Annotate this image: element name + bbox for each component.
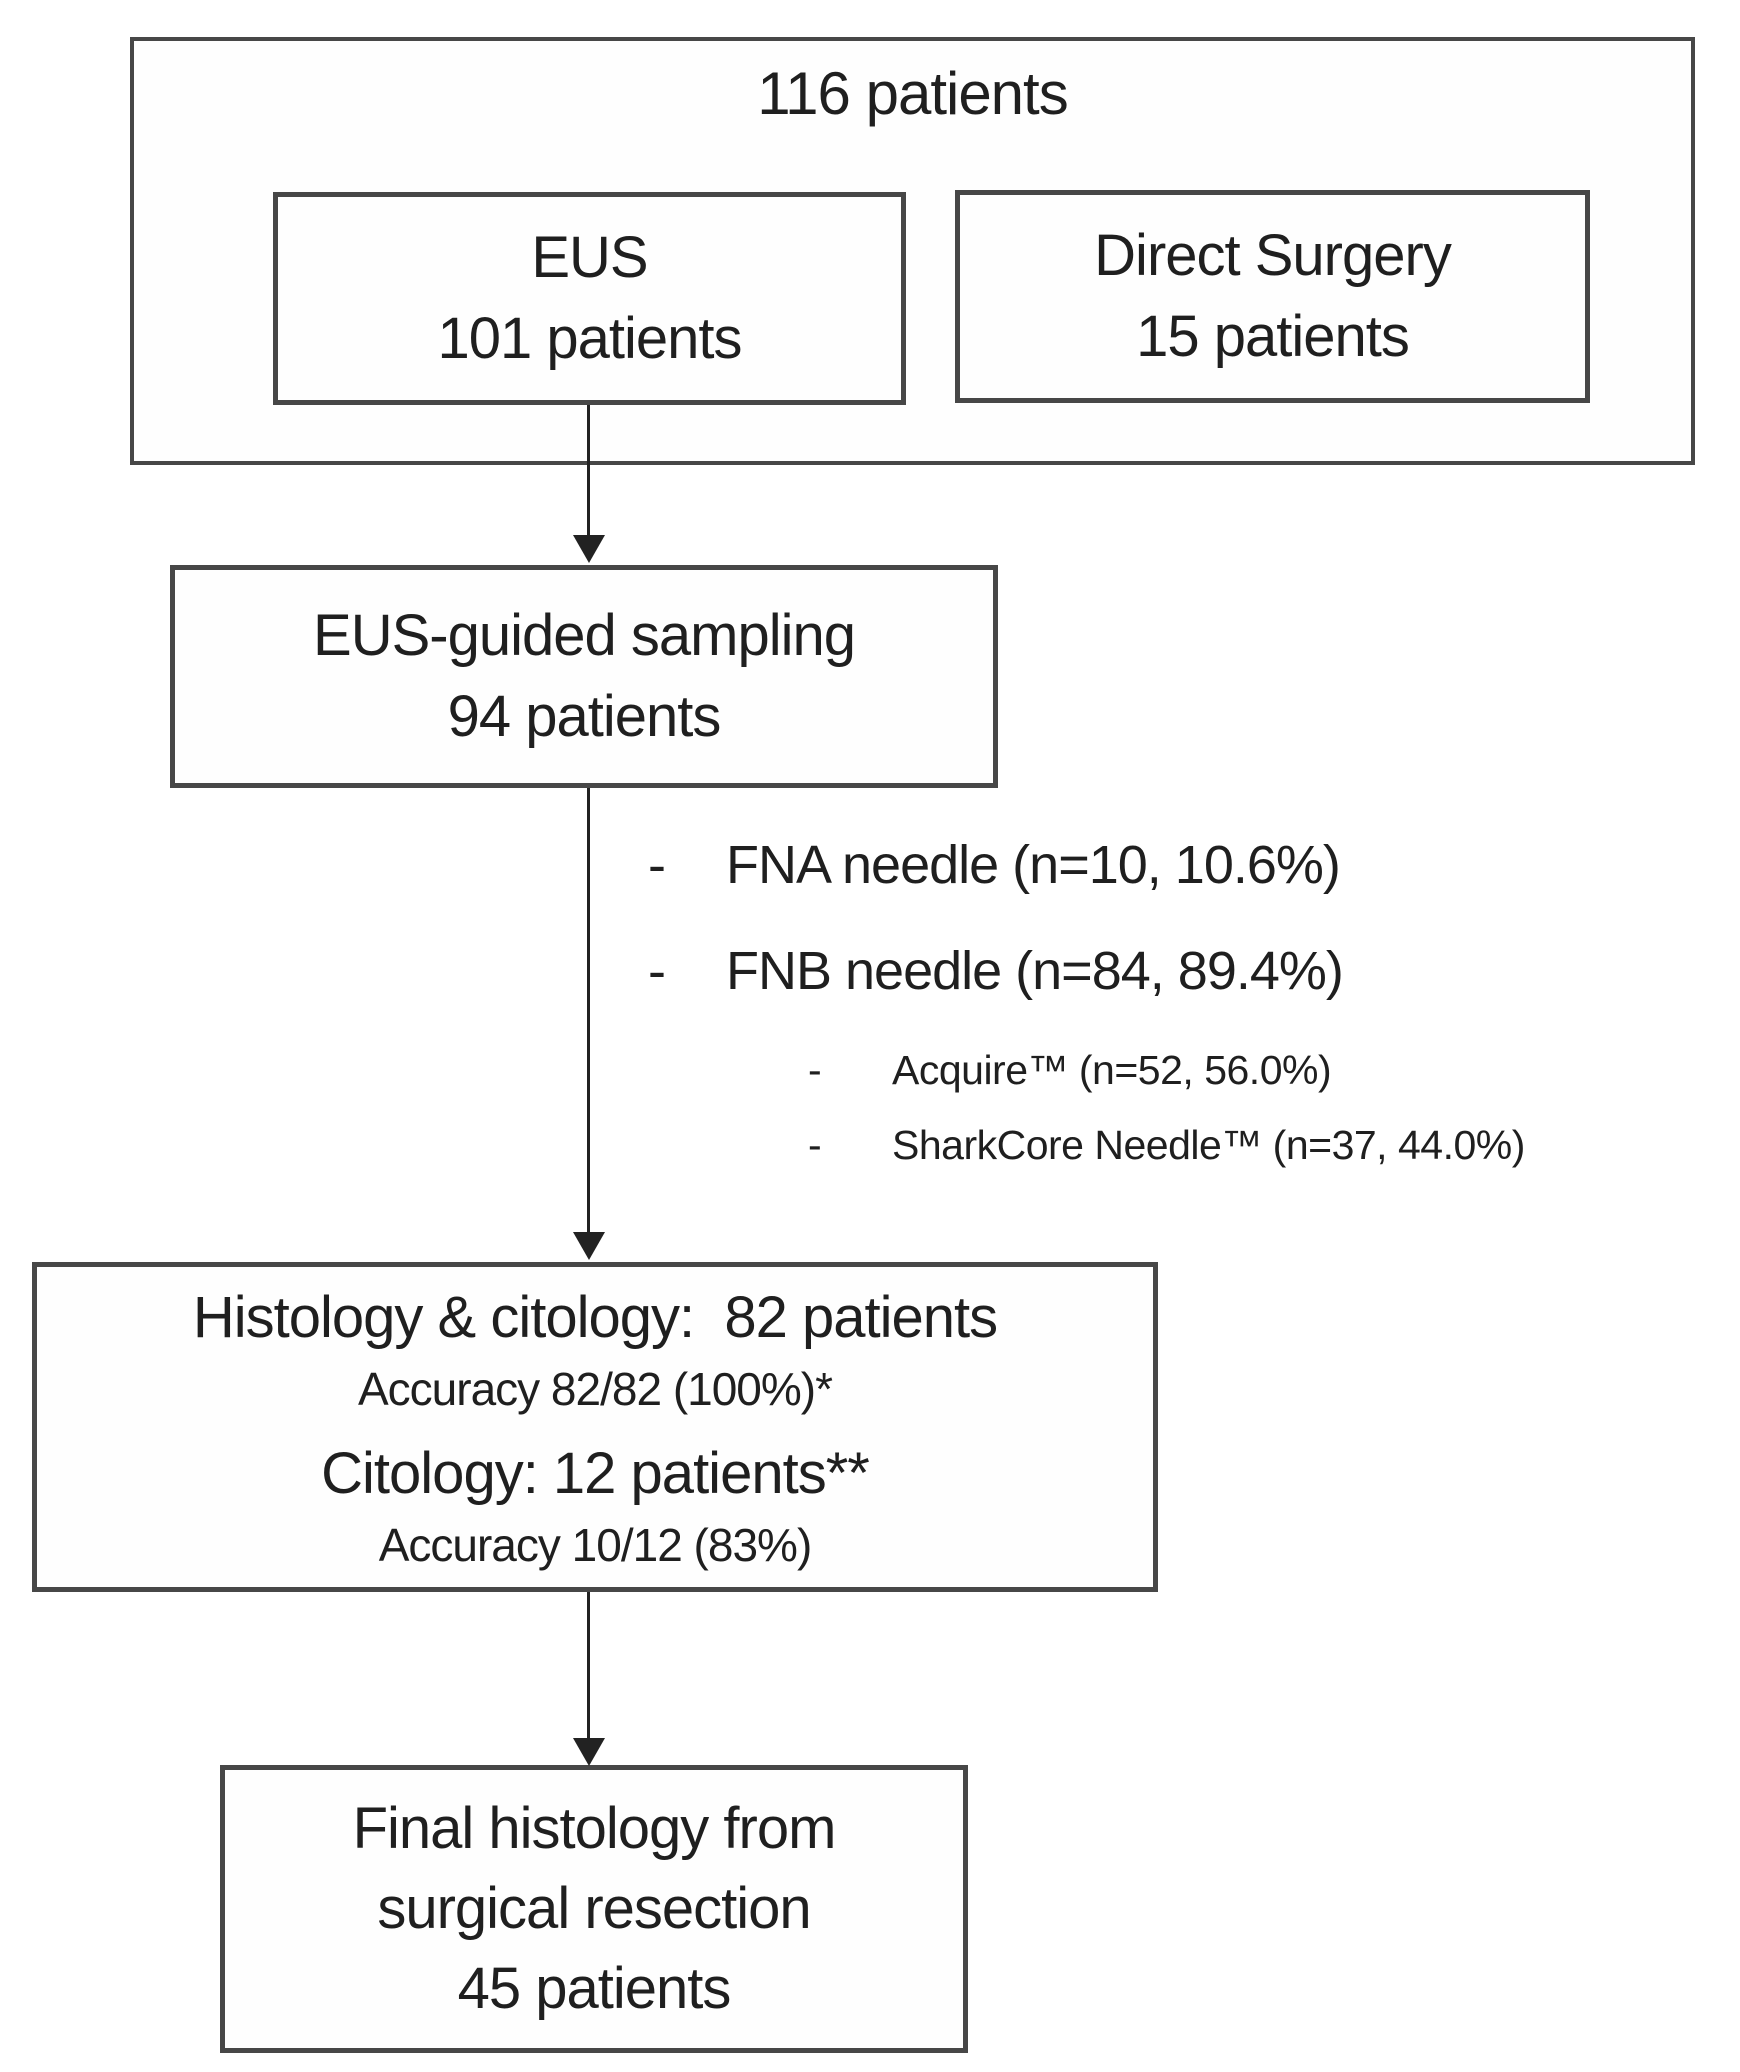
final-line-2: surgical resection — [377, 1875, 811, 1941]
histology-accuracy-line: Accuracy 82/82 (100%)* — [357, 1363, 833, 1416]
final-line-3: 45 patients — [457, 1956, 732, 2022]
arrow-sampling-to-pathology-head — [573, 1232, 605, 1260]
fnb-needle-label: FNB needle (n=84, 89.4%) — [726, 941, 1344, 1001]
arrow-pathology-to-final-line — [587, 1592, 590, 1740]
list-item-sharkcore: - SharkCore Needle™ (n=37, 44.0%) — [808, 1125, 1688, 1166]
list-item-fnb: - FNB needle (n=84, 89.4%) — [648, 944, 1688, 998]
arrow-pathology-to-final-head — [573, 1738, 605, 1766]
arrow-sampling-to-pathology-line — [587, 788, 590, 1234]
bullet-dash: - — [648, 835, 666, 895]
citology-line: Citology: 12 patients** — [321, 1441, 870, 1506]
direct-surgery-title: Direct Surgery — [1094, 223, 1452, 289]
final-line-1: Final histology from — [352, 1795, 837, 1861]
eus-title: EUS — [531, 225, 648, 291]
sharkcore-needle-label: SharkCore Needle™ (n=37, 44.0%) — [892, 1122, 1525, 1168]
list-item-acquire: - Acquire™ (n=52, 56.0%) — [808, 1050, 1688, 1091]
enrollment-total-label: 116 patients — [757, 60, 1068, 127]
citology-accuracy-line: Accuracy 10/12 (83%) — [378, 1519, 813, 1572]
bullet-dash: - — [808, 1047, 822, 1093]
eus-box: EUS 101 patients — [273, 192, 906, 405]
direct-surgery-count: 15 patients — [1136, 303, 1410, 369]
acquire-needle-label: Acquire™ (n=52, 56.0%) — [892, 1047, 1332, 1093]
eus-count: 101 patients — [437, 305, 742, 371]
direct-surgery-box: Direct Surgery 15 patients — [955, 190, 1590, 403]
sampling-count: 94 patients — [447, 683, 722, 749]
fna-needle-label: FNA needle (n=10, 10.6%) — [726, 835, 1341, 895]
sampling-title: EUS-guided sampling — [313, 603, 856, 669]
bullet-dash: - — [648, 941, 666, 1001]
list-item-fna: - FNA needle (n=10, 10.6%) — [648, 838, 1688, 892]
final-histology-box: Final histology from surgical resection … — [220, 1765, 968, 2053]
pathology-box: Histology & citology: 82 patients Accura… — [32, 1262, 1158, 1592]
needle-list: - FNA needle (n=10, 10.6%) - FNB needle … — [648, 838, 1688, 1200]
bullet-dash: - — [808, 1122, 822, 1168]
arrow-eus-to-sampling-line — [587, 405, 590, 537]
sampling-box: EUS-guided sampling 94 patients — [170, 565, 998, 788]
histology-citology-line: Histology & citology: 82 patients — [192, 1285, 998, 1351]
arrow-eus-to-sampling-head — [573, 535, 605, 563]
